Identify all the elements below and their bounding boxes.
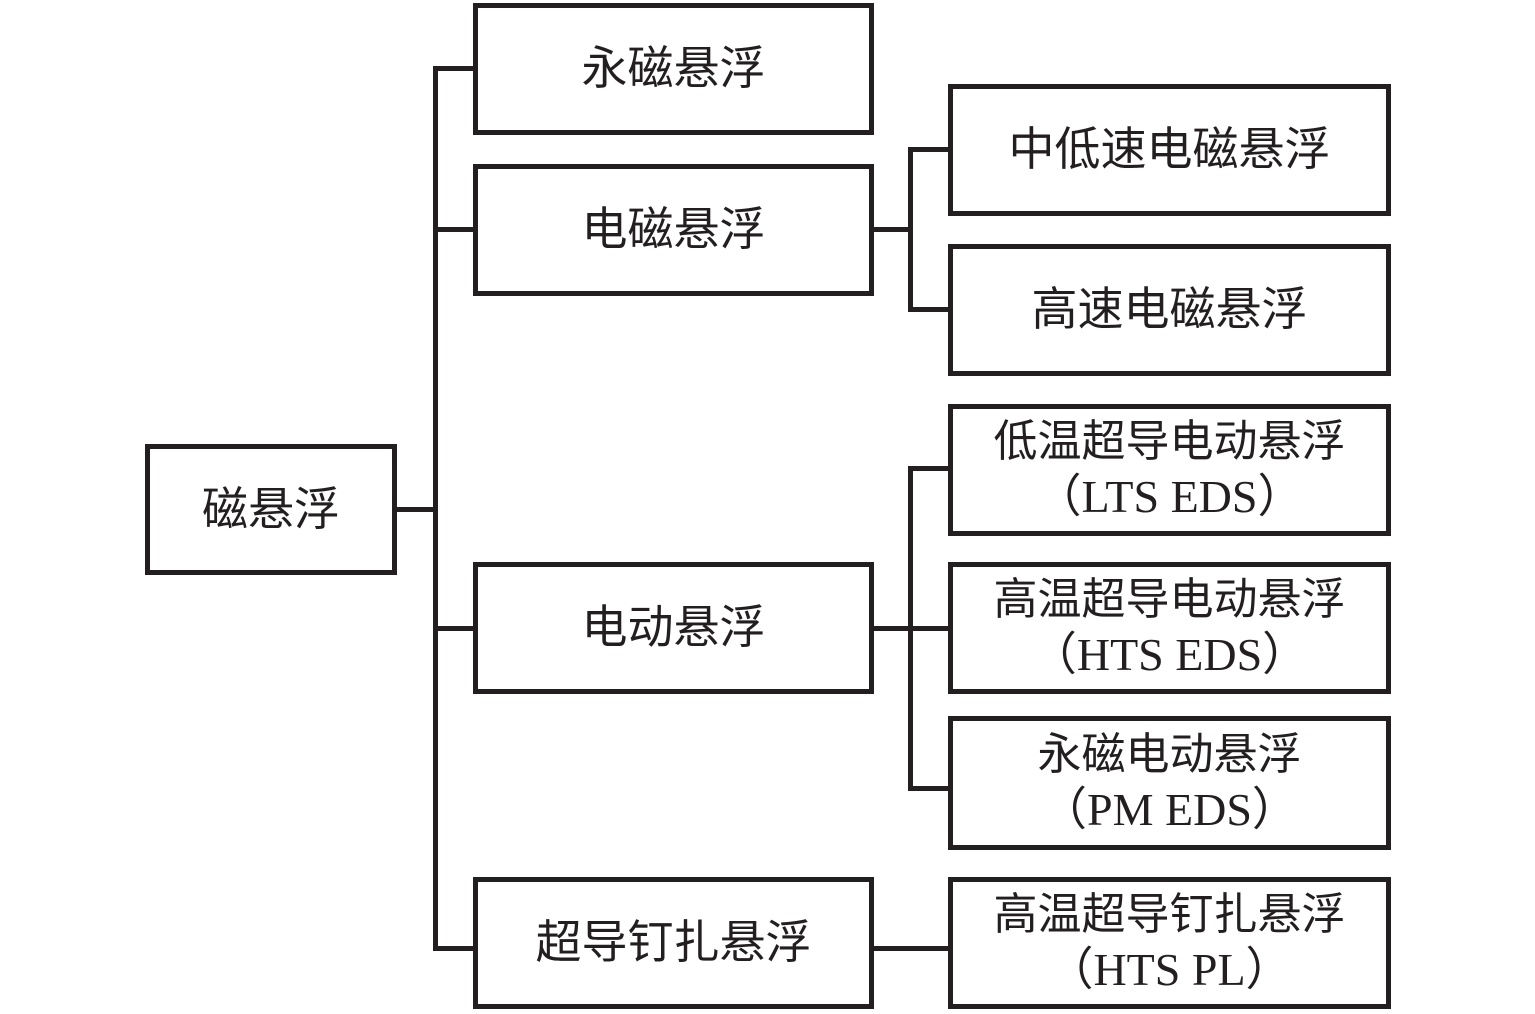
node-lts-eds: 低温超导电动悬浮 （LTS EDS） [948, 404, 1391, 536]
connector-eds-out [870, 626, 912, 631]
node-label: 高温超导钉扎悬浮 [993, 889, 1346, 940]
connector-to-pinning [433, 946, 477, 951]
connector-ems-trunk [908, 147, 913, 312]
connector-to-high-speed-ems [908, 307, 952, 312]
node-electrodynamic-suspension: 电动悬浮 [473, 562, 874, 694]
node-label: 高速电磁悬浮 [1031, 282, 1308, 337]
node-abbreviation: （HTS EDS） [1030, 628, 1309, 680]
node-root-maglev: 磁悬浮 [145, 444, 397, 575]
connector-to-hts-pl [870, 946, 952, 951]
node-hts-pl: 高温超导钉扎悬浮 （HTS PL） [948, 877, 1391, 1009]
node-abbreviation: （PM EDS） [1041, 783, 1298, 835]
node-label: 永磁悬浮 [581, 41, 766, 96]
node-label: 高温超导电动悬浮 [993, 574, 1346, 625]
node-superconducting-pinning-suspension: 超导钉扎悬浮 [473, 877, 874, 1009]
connector-to-pm-eds [908, 786, 952, 791]
node-label: 超导钉扎悬浮 [535, 915, 812, 970]
connector-to-electromagnetic [433, 227, 477, 232]
connector-to-lts-eds [908, 466, 952, 471]
node-hts-eds: 高温超导电动悬浮 （HTS EDS） [948, 562, 1391, 694]
connector-to-electrodynamic [433, 626, 477, 631]
node-abbreviation: （LTS EDS） [1035, 470, 1304, 522]
node-label: 磁悬浮 [202, 481, 340, 536]
node-low-medium-speed-ems: 中低速电磁悬浮 [948, 84, 1391, 216]
connector-to-low-medium-ems [908, 147, 952, 152]
node-high-speed-ems: 高速电磁悬浮 [948, 244, 1391, 376]
node-pm-eds: 永磁电动悬浮 （PM EDS） [948, 716, 1391, 850]
connector-to-hts-eds [908, 626, 952, 631]
node-abbreviation: （HTS PL） [1047, 943, 1292, 995]
connector-root-out [394, 507, 436, 512]
connector-ems-out [870, 227, 912, 232]
node-label: 低温超导电动悬浮 [993, 416, 1346, 467]
node-label: 永磁电动悬浮 [1037, 729, 1302, 780]
node-permanent-magnet-suspension: 永磁悬浮 [473, 3, 874, 135]
node-label: 电磁悬浮 [581, 202, 766, 257]
node-label: 中低速电磁悬浮 [1008, 122, 1331, 177]
connector-trunk-level1 [433, 66, 438, 951]
node-label: 电动悬浮 [581, 600, 766, 655]
node-electromagnetic-suspension: 电磁悬浮 [473, 164, 874, 296]
connector-to-permanent-magnet [433, 66, 477, 71]
